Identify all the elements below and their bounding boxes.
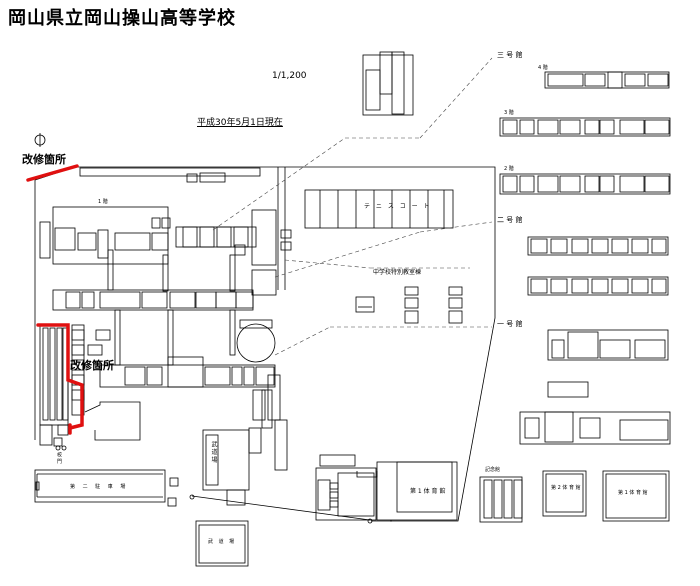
building3-label: 三 号 館 bbox=[497, 51, 523, 59]
scale-label: 1/1,200 bbox=[272, 71, 307, 81]
tennis-court-label: テ ニ ス コ ー ト bbox=[364, 203, 432, 210]
building2-label: 二 号 館 bbox=[497, 216, 523, 224]
gym1-label: 第 1 体 育 館 bbox=[410, 488, 446, 495]
budo-label: 武 道 場 bbox=[210, 441, 217, 463]
gate-label: 校 門 bbox=[56, 452, 62, 464]
renovation-path bbox=[26, 164, 84, 435]
floor-label-2f: 2 階 bbox=[504, 166, 514, 172]
gym2-2f-label: 第 2 体 育 館 bbox=[551, 485, 581, 491]
renovation-label-top: 改修箇所 bbox=[22, 153, 66, 166]
floor-label-1f: 1 階 bbox=[98, 199, 108, 205]
date-label: 平成30年5月1日現在 bbox=[197, 118, 283, 128]
floor-label-4f: 4 階 bbox=[538, 65, 548, 71]
gym1-2f-label: 第 1 体 育 館 bbox=[618, 490, 648, 496]
floor-label-3f: 3 階 bbox=[504, 110, 514, 116]
budo-2f-label: 武 道 場 bbox=[208, 539, 237, 545]
page-title: 岡山県立岡山操山高等学校 bbox=[8, 8, 236, 29]
renovation-label-mid: 改修箇所 bbox=[70, 359, 114, 372]
middle-school-special-label: 中学校特別教室棟 bbox=[373, 269, 422, 276]
parking-label: 第 二 駐 車 場 bbox=[70, 484, 129, 490]
kinenkan-label: 記念館 bbox=[485, 467, 501, 473]
building1-label: 一 号 館 bbox=[497, 320, 523, 328]
